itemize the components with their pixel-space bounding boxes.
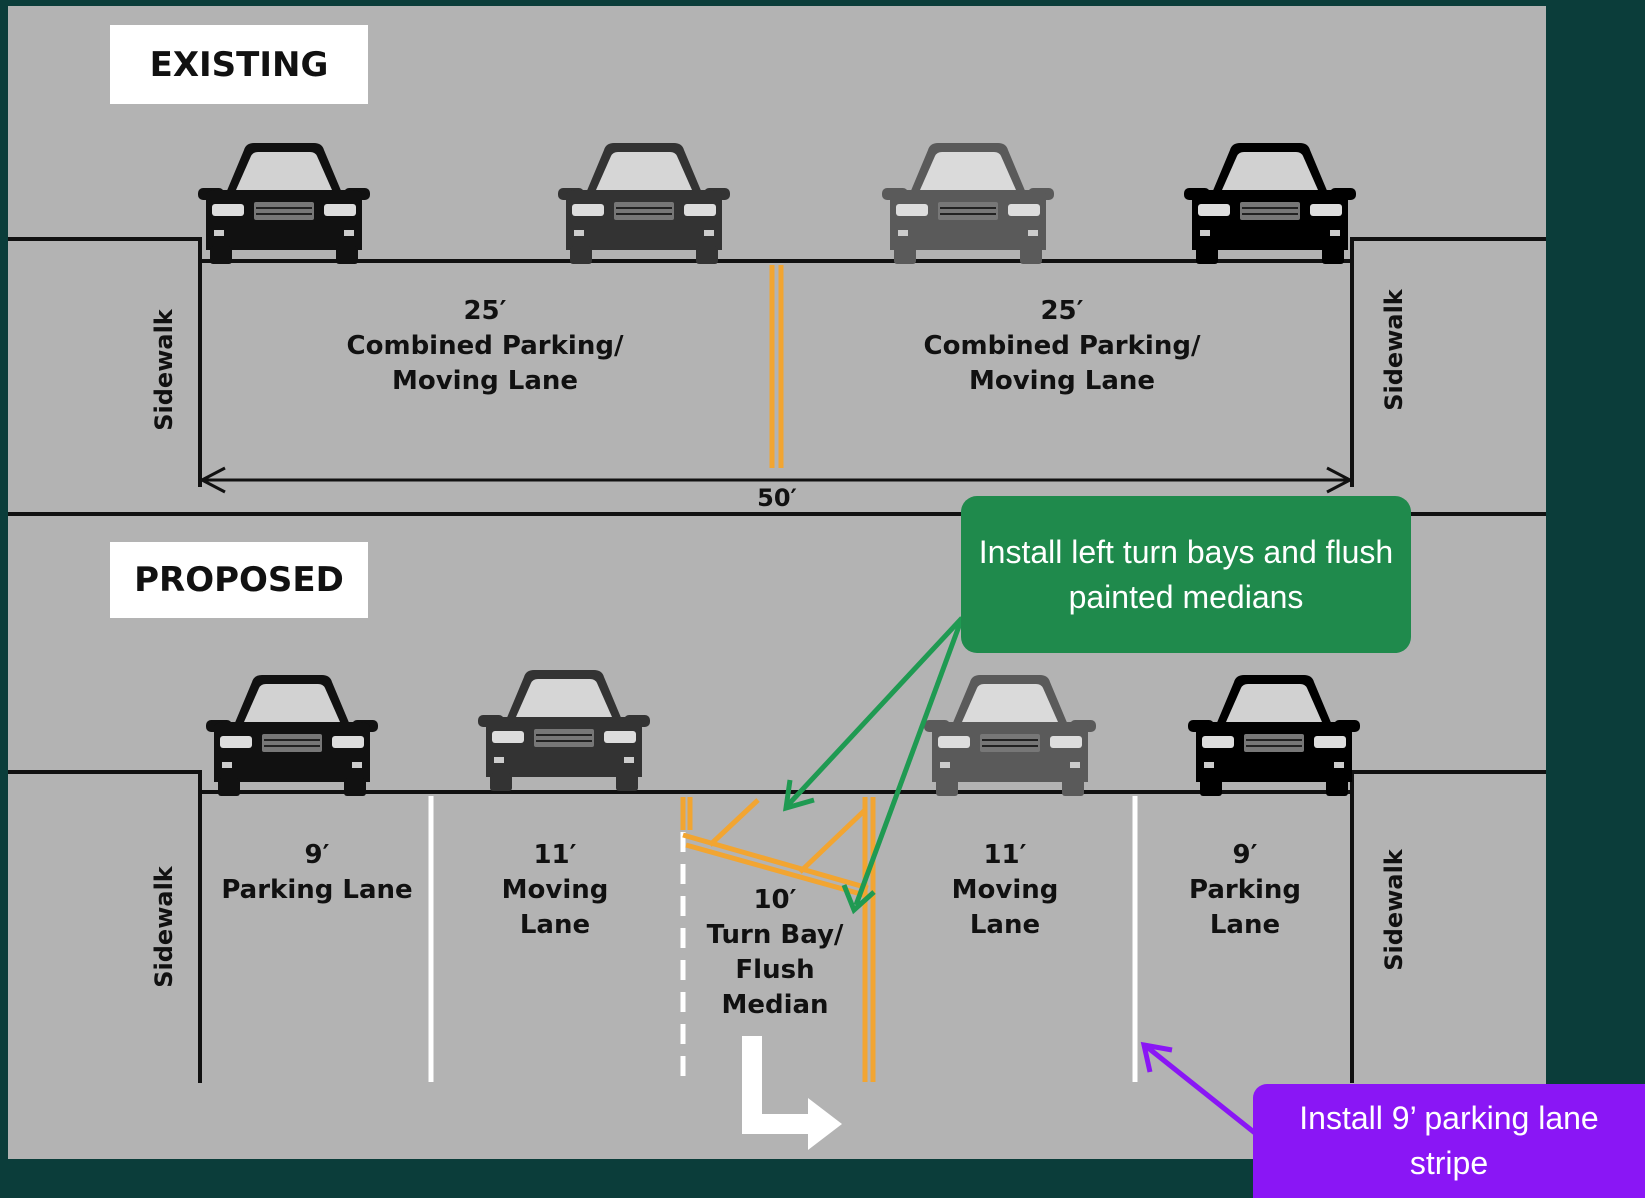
existing-title: EXISTING bbox=[149, 44, 329, 85]
lane-width: 11′ bbox=[983, 840, 1027, 870]
lane-name-line2: Lane bbox=[1209, 910, 1281, 940]
lane-name-line1: Parking bbox=[1188, 875, 1302, 905]
proposed-lane-turn-bay: 10′ Turn Bay/ Flush Median bbox=[700, 883, 850, 1023]
lane-name-line2: Lane bbox=[969, 910, 1041, 940]
lane-width: 10′ bbox=[753, 885, 797, 915]
car-icon bbox=[197, 142, 371, 265]
proposed-sidewalk-right-label: Sidewalk bbox=[1380, 849, 1408, 971]
callout-turn-bays-text: Install left turn bays and flush painted… bbox=[978, 533, 1394, 615]
lane-name-line2: Flush bbox=[735, 955, 815, 985]
turn-arrow-icon bbox=[742, 1036, 842, 1150]
car-icon bbox=[923, 674, 1097, 797]
lane-width: 25′ bbox=[463, 296, 507, 326]
proposed-header: PROPOSED bbox=[110, 542, 368, 618]
lane-name-line1: Combined Parking/ bbox=[346, 331, 624, 361]
proposed-lane-moving-left: 11′ Moving Lane bbox=[470, 838, 640, 943]
existing-lane-right-label: 25′ Combined Parking/ Moving Lane bbox=[912, 294, 1212, 399]
existing-sidewalk-right-label: Sidewalk bbox=[1380, 289, 1408, 411]
turn-bay-markings bbox=[680, 797, 876, 1082]
proposed-sidewalk-left-label: Sidewalk bbox=[150, 866, 178, 988]
existing-road-profile bbox=[8, 237, 1546, 263]
car-icon bbox=[477, 669, 651, 792]
existing-header: EXISTING bbox=[110, 25, 368, 104]
lane-name-line2: Lane bbox=[519, 910, 591, 940]
callout-turn-bays: Install left turn bays and flush painted… bbox=[961, 496, 1411, 653]
proposed-title: PROPOSED bbox=[134, 560, 344, 600]
dimension-arrow-left bbox=[198, 466, 226, 494]
callout-parking-stripe-text: Install 9’ parking lane stripe bbox=[1299, 1100, 1599, 1181]
car-icon bbox=[205, 674, 379, 797]
proposed-lane-parking-left: 9′ Parking Lane bbox=[212, 838, 422, 908]
proposed-lane-moving-right: 11′ Moving Lane bbox=[920, 838, 1090, 943]
lane-name-line2: Moving Lane bbox=[968, 366, 1156, 396]
lane-width: 25′ bbox=[1040, 296, 1084, 326]
car-icon bbox=[557, 142, 731, 265]
callout-parking-stripe: Install 9’ parking lane stripe bbox=[1253, 1084, 1645, 1198]
lane-name-line2: Moving Lane bbox=[391, 366, 579, 396]
purple-callout-arrow bbox=[1140, 1041, 1257, 1135]
lane-name-line1: Moving bbox=[951, 875, 1059, 905]
lane-name-line1: Combined Parking/ bbox=[923, 331, 1201, 361]
lane-width: 9′ bbox=[1232, 840, 1258, 870]
proposed-road-profile bbox=[8, 770, 1546, 794]
lane-name-line1: Parking Lane bbox=[221, 875, 413, 905]
existing-lane-left-label: 25′ Combined Parking/ Moving Lane bbox=[335, 294, 635, 399]
lane-width: 9′ bbox=[304, 840, 330, 870]
existing-total-width: 50′ bbox=[757, 484, 797, 512]
car-icon bbox=[1187, 674, 1361, 797]
dimension-arrow-right bbox=[1326, 466, 1354, 494]
lane-name-line1: Moving bbox=[501, 875, 609, 905]
lane-name-line3: Median bbox=[721, 990, 829, 1020]
lane-width: 11′ bbox=[533, 840, 577, 870]
green-callout-arrows bbox=[782, 616, 965, 915]
car-icon bbox=[1183, 142, 1357, 265]
existing-sidewalk-left-label: Sidewalk bbox=[150, 309, 178, 431]
lane-name-line1: Turn Bay/ bbox=[706, 920, 844, 950]
proposed-lane-parking-right: 9′ Parking Lane bbox=[1160, 838, 1330, 943]
car-icon bbox=[881, 142, 1055, 265]
